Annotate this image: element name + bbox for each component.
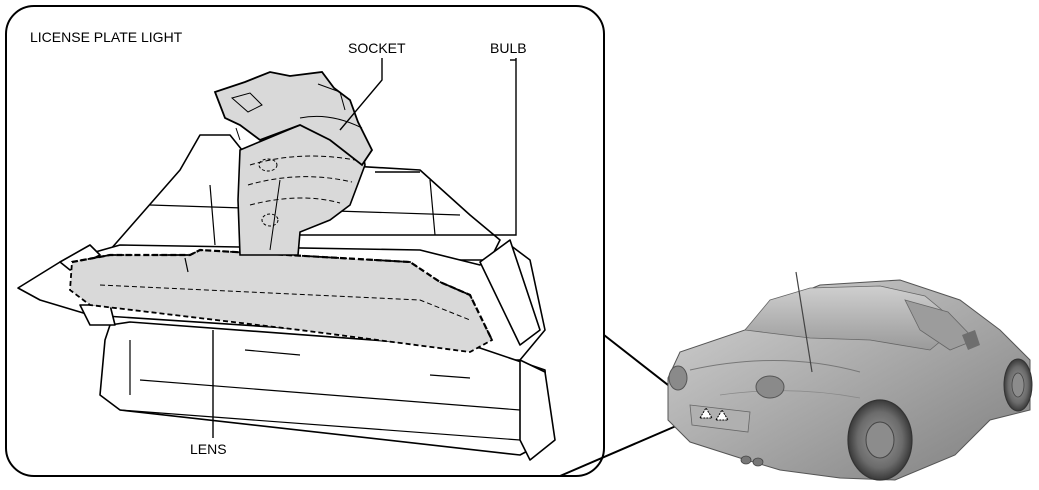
socket-part: [213, 71, 374, 167]
car-illustration: [667, 271, 1033, 481]
plate-lamp-left-marker: [699, 407, 713, 419]
bulb-leader-upper: [300, 58, 517, 236]
bulb-part: [237, 124, 366, 256]
socket-leader: [339, 58, 383, 131]
plate-lamp-right-marker: [715, 409, 729, 421]
bulb-label: BULB: [490, 40, 527, 56]
lens-label: LENS: [190, 441, 227, 457]
lens-part: [69, 248, 494, 353]
diagram-title: LICENSE PLATE LIGHT: [30, 29, 183, 45]
socket-label: SOCKET: [348, 40, 406, 56]
leader-lines: [212, 58, 517, 438]
